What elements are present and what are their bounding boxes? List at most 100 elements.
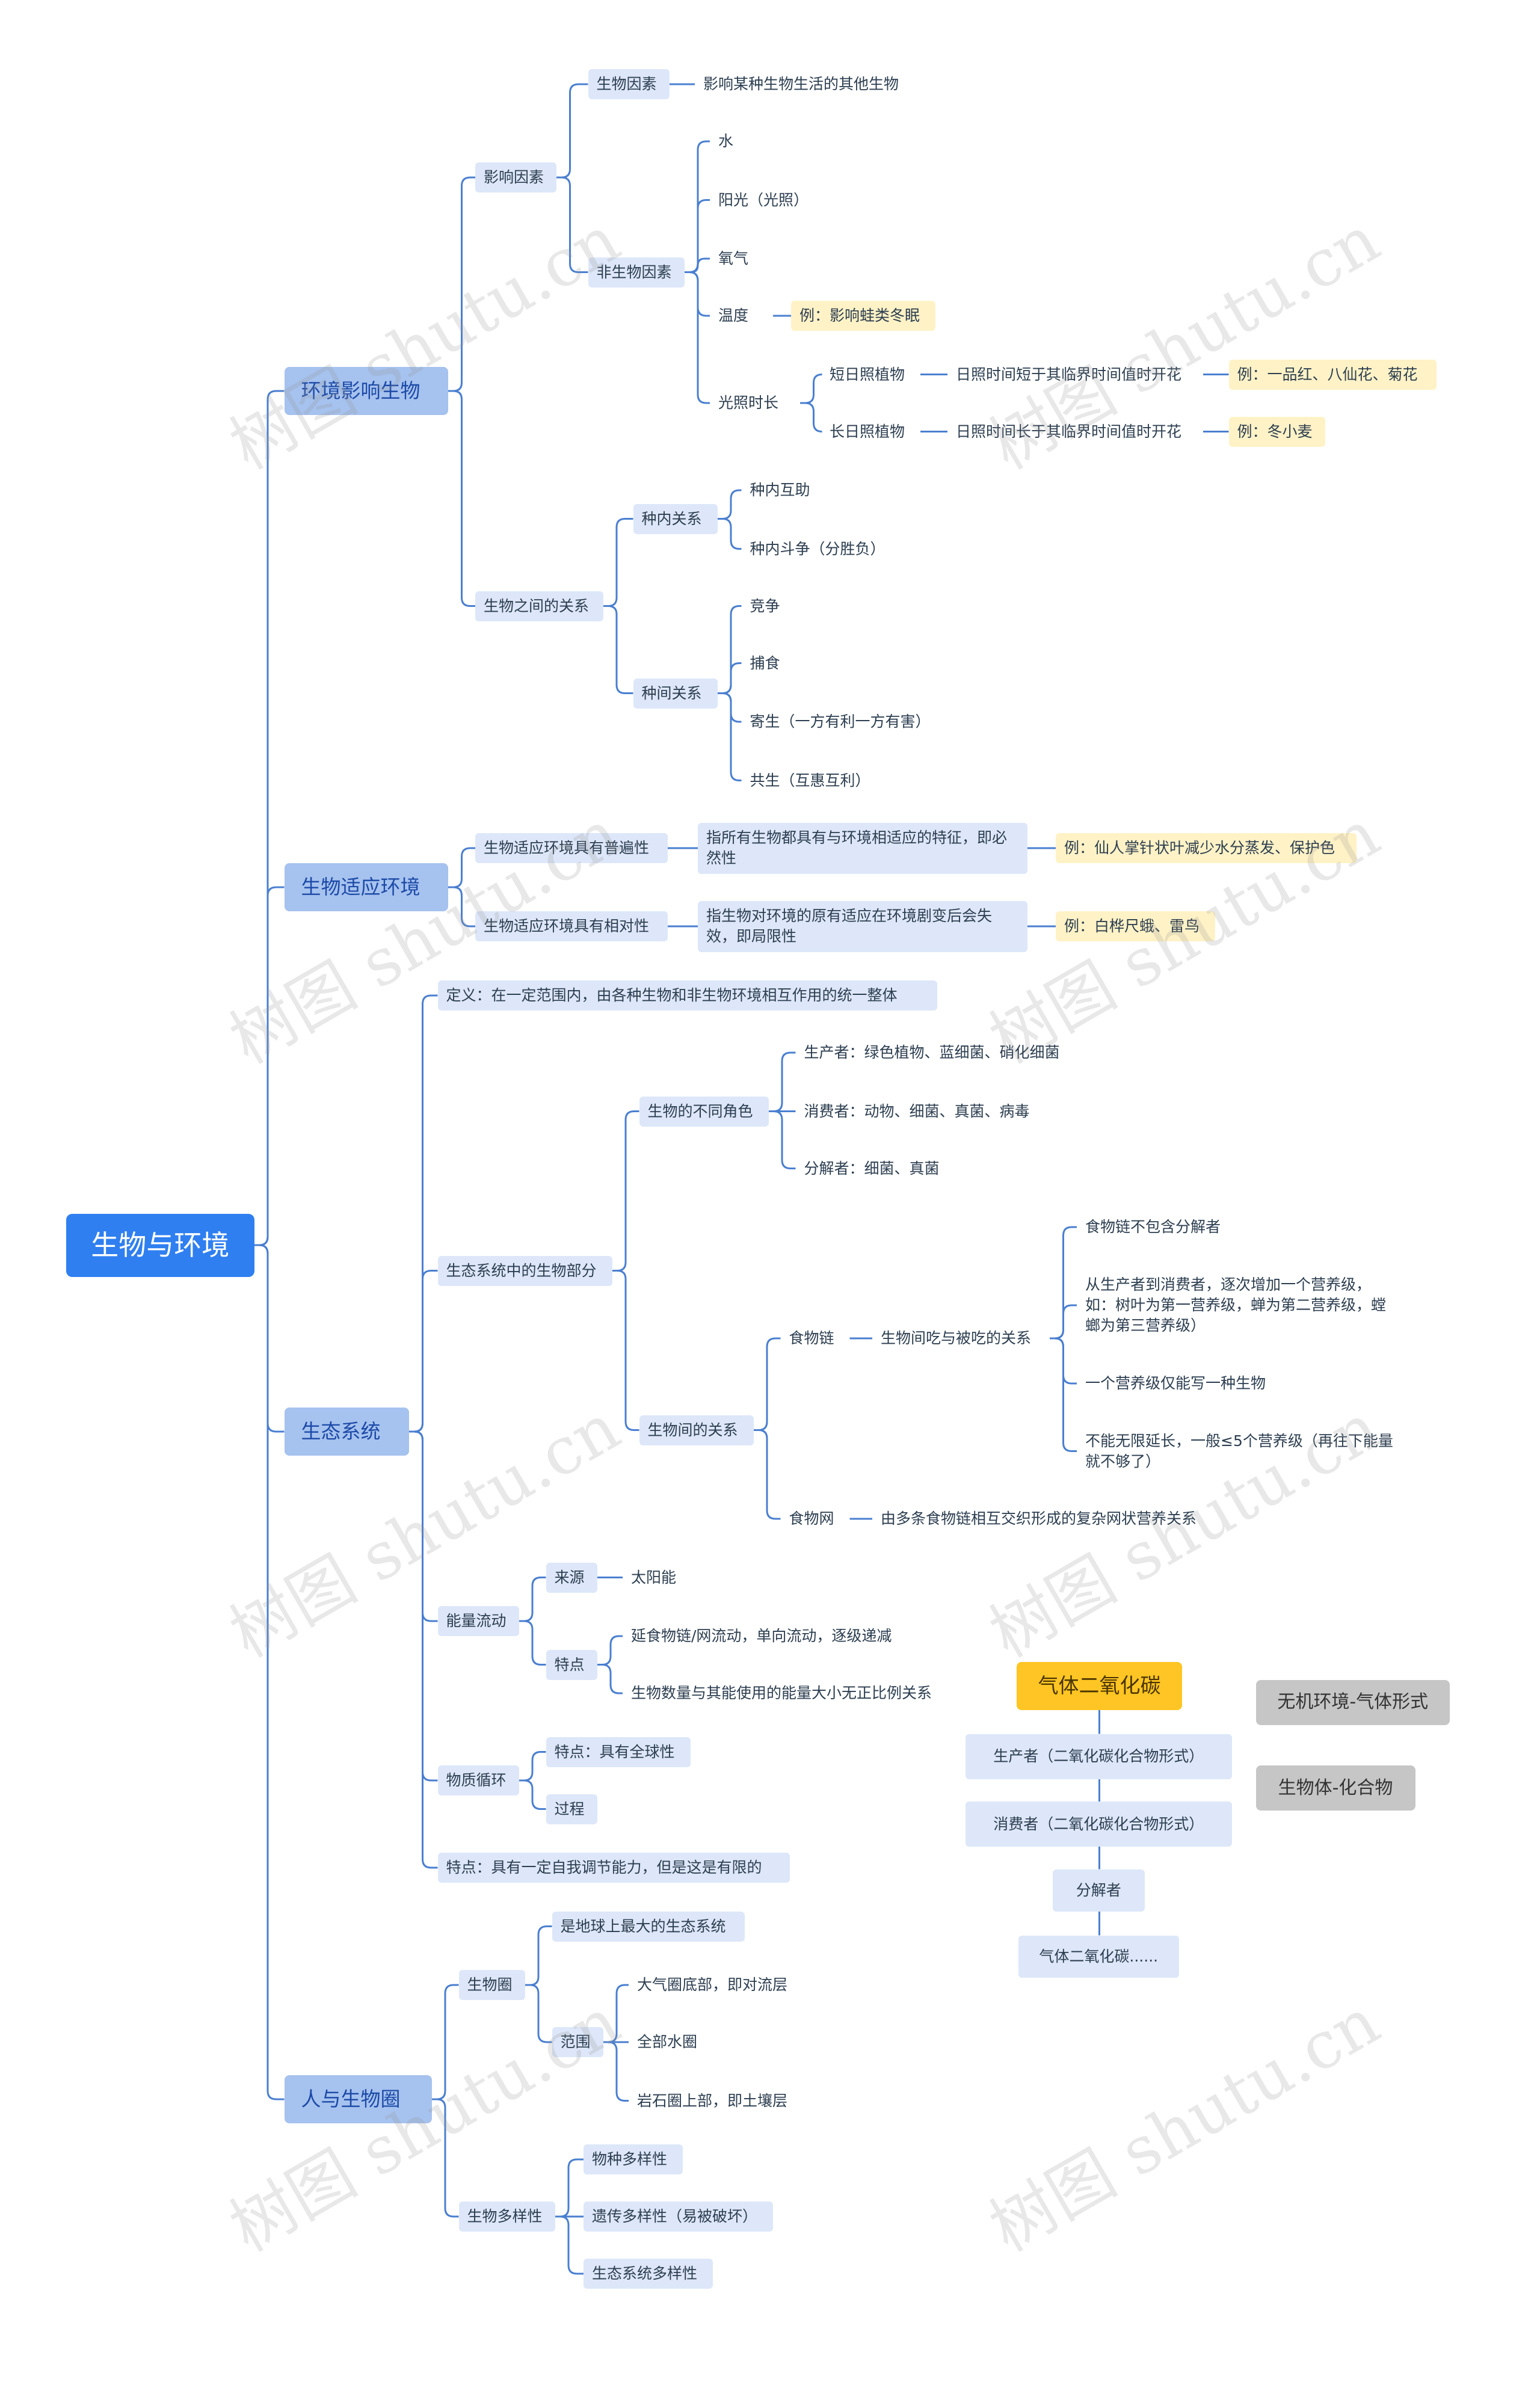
node-eco-bio[interactable]: 生态系统中的生物部分 (437, 1255, 612, 1286)
connector (448, 886, 475, 928)
node-co2-bottom[interactable]: 气体二氧化碳...... (1018, 1935, 1179, 1978)
node-oxygen[interactable]: 氧气 (718, 250, 749, 267)
node-intra[interactable]: 种内关系 (633, 503, 718, 534)
node-shortday-ex[interactable]: 例：一品红、八仙花、菊花 (1228, 359, 1437, 390)
node-legend-inorganic[interactable]: 无机环境-气体形式 (1255, 1679, 1450, 1725)
node-consumer[interactable]: 消费者：动物、细菌、真菌、病毒 (804, 1102, 1030, 1120)
node-div-3[interactable]: 生态系统多样性 (584, 2259, 713, 2289)
node-source[interactable]: 来源 (546, 1562, 597, 1593)
node-adapt-univ-desc[interactable]: 指所有生物都具有与环境相适应的特征，即必然性 (698, 822, 1027, 874)
node-bio-factor-desc[interactable]: 影响某种生物生活的其他生物 (703, 75, 899, 93)
node-chain[interactable]: 食物链 (789, 1329, 834, 1347)
node-feature-2[interactable]: 生物数量与其能使用的能量大小无正比例关系 (631, 1684, 932, 1702)
connector (753, 1337, 781, 1431)
node-co2-top[interactable]: 气体二氧化碳 (1017, 1661, 1182, 1710)
node-adapt-rel-ex[interactable]: 例：白桦尺蛾、雷鸟 (1056, 911, 1215, 941)
node-chain-1[interactable]: 食物链不包含分解者 (1085, 1218, 1221, 1235)
node-longday[interactable]: 长日照植物 (830, 422, 905, 440)
node-compete[interactable]: 竞争 (750, 597, 780, 615)
node-shortday-desc[interactable]: 日照时间短于其临界时间值时开花 (956, 365, 1182, 383)
node-relations[interactable]: 生物之间的关系 (475, 591, 603, 621)
node-abio-factor[interactable]: 非生物因素 (588, 257, 685, 288)
connector (603, 605, 633, 694)
connector (254, 390, 285, 1246)
node-feature-1[interactable]: 延食物链/网流动，单向流动，逐级递减 (631, 1627, 892, 1645)
node-adapt-rel-desc[interactable]: 指生物对环境的原有适应在环境剧变后会失效，即局限性 (698, 900, 1027, 952)
node-producer[interactable]: 生产者：绿色植物、蓝细菌、硝化细菌 (804, 1044, 1060, 1061)
node-cyc-producer[interactable]: 生产者（二氧化碳化合物形式） (966, 1734, 1232, 1779)
node-sun[interactable]: 太阳能 (631, 1568, 677, 1586)
node-div-2[interactable]: 遗传多样性（易被破坏） (584, 2202, 773, 2232)
node-matter-1[interactable]: 特点：具有全球性 (546, 1737, 691, 1767)
node-energy[interactable]: 能量流动 (437, 1606, 519, 1636)
node-scope-3[interactable]: 岩石圈上部，即土壤层 (637, 2091, 788, 2109)
node-feature[interactable]: 特点 (546, 1649, 597, 1680)
connector (431, 1984, 459, 2100)
node-factors[interactable]: 影响因素 (475, 162, 556, 192)
connector (448, 390, 475, 607)
node-scope[interactable]: 范围 (552, 2027, 603, 2057)
node-decomposer[interactable]: 分解者：细菌、真菌 (804, 1159, 940, 1177)
connector (555, 2215, 584, 2275)
connector (717, 489, 742, 520)
node-matter[interactable]: 物质循环 (437, 1765, 519, 1796)
node-chain-desc[interactable]: 生物间吃与被吃的关系 (881, 1329, 1032, 1347)
connector (409, 1270, 438, 1433)
node-eco-def[interactable]: 定义：在一定范围内，由各种生物和非生物环境相互作用的统一整体 (437, 980, 937, 1011)
node-cyc-decomposer[interactable]: 分解者 (1053, 1869, 1145, 1912)
node-cyc-consumer[interactable]: 消费者（二氧化碳化合物形式） (966, 1802, 1232, 1847)
node-daylength[interactable]: 光照时长 (718, 394, 779, 411)
connector (1050, 1337, 1077, 1452)
node-roles[interactable]: 生物的不同角色 (639, 1096, 769, 1127)
node-longday-desc[interactable]: 日照时间长于其临界时间值时开花 (956, 422, 1182, 440)
node-intra-help[interactable]: 种内互助 (750, 481, 810, 499)
node-sunlight[interactable]: 阳光（光照） (718, 191, 809, 209)
node-eco-feature[interactable]: 特点：具有一定自我调节能力，但是这是有限的 (437, 1853, 790, 1883)
node-root[interactable]: 生物与环境 (66, 1213, 254, 1277)
node-adapt[interactable]: 生物适应环境 (284, 863, 448, 911)
connector (717, 518, 742, 550)
node-legend-organism[interactable]: 生物体-化合物 (1255, 1765, 1415, 1811)
connector (768, 1051, 796, 1112)
node-temperature[interactable]: 温度 (718, 307, 749, 324)
node-bio-factor[interactable]: 生物因素 (588, 69, 670, 99)
node-adapt-univ-ex[interactable]: 例：仙人掌针状叶减少水分蒸发、保护色 (1056, 833, 1357, 863)
connector (519, 1751, 546, 1782)
connector (597, 1664, 623, 1694)
node-adapt-univ[interactable]: 生物适应环境具有普遍性 (475, 833, 668, 863)
node-web[interactable]: 食物网 (789, 1510, 834, 1527)
node-adapt-rel[interactable]: 生物适应环境具有相对性 (475, 911, 668, 941)
node-bio-rel[interactable]: 生物间的关系 (639, 1415, 754, 1445)
node-bs-1[interactable]: 是地球上最大的生态系统 (552, 1911, 745, 1942)
node-div-1[interactable]: 物种多样性 (584, 2144, 683, 2174)
node-intra-fight[interactable]: 种内斗争（分胜负） (750, 540, 886, 558)
node-longday-ex[interactable]: 例：冬小麦 (1228, 416, 1325, 447)
node-human[interactable]: 人与生物圈 (284, 2075, 432, 2123)
node-prey[interactable]: 捕食 (750, 654, 780, 672)
node-env[interactable]: 环境影响生物 (284, 367, 448, 415)
node-scope-1[interactable]: 大气圈底部，即对流层 (637, 1976, 788, 1993)
node-symbiosis[interactable]: 共生（互惠互利） (750, 771, 870, 789)
connector (555, 2158, 584, 2218)
node-web-desc[interactable]: 由多条食物链相互交织形成的复杂网状营养关系 (881, 1510, 1197, 1527)
connector (525, 1984, 552, 2043)
node-biosphere[interactable]: 生物圈 (458, 1970, 525, 2000)
node-chain-3[interactable]: 一个营养级仅能写一种生物 (1085, 1374, 1266, 1392)
node-temperature-ex[interactable]: 例：影响蛙类冬眠 (791, 301, 935, 331)
connector (431, 2098, 459, 2218)
connector (519, 1577, 546, 1622)
connector (519, 1779, 546, 1810)
connector (254, 1244, 285, 2100)
node-eco[interactable]: 生态系统 (284, 1408, 409, 1456)
node-water[interactable]: 水 (718, 132, 734, 150)
node-inter[interactable]: 种间关系 (633, 678, 718, 709)
node-scope-2[interactable]: 全部水圈 (637, 2033, 698, 2051)
node-biodiv[interactable]: 生物多样性 (458, 2202, 555, 2232)
node-chain-4[interactable]: 不能无限延长，一般≤5个营养级（再往下能量就不够了） (1085, 1432, 1393, 1470)
node-shortday[interactable]: 短日照植物 (830, 365, 905, 383)
node-matter-2[interactable]: 过程 (546, 1794, 597, 1824)
node-parasite[interactable]: 寄生（一方有利一方有害） (750, 713, 931, 730)
node-chain-2[interactable]: 从生产者到消费者，逐次增加一个营养级，如：树叶为第一营养级，蝉为第二营养级，螳螂… (1085, 1276, 1387, 1334)
connector (409, 1430, 438, 1869)
